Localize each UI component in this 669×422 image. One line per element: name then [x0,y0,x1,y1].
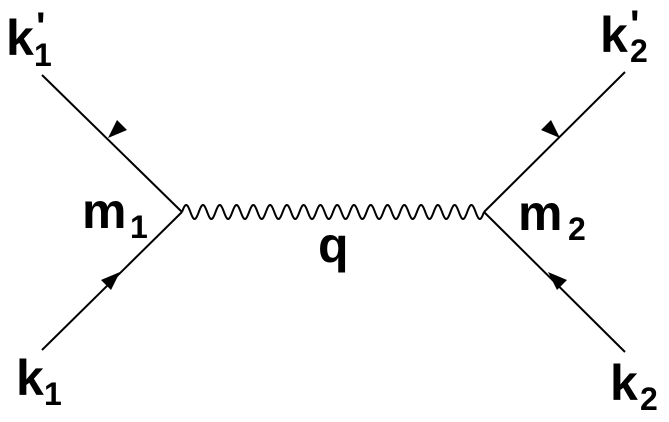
label-k2: k2 [610,355,658,417]
outgoing-line-1 [41,74,183,213]
arrow-outgoing-2-icon [541,120,560,138]
arrow-incoming-1-icon [101,272,120,290]
arrow-incoming-2-icon [548,272,567,290]
outgoing-line-2 [483,71,626,213]
label-k1: k1 [16,350,62,412]
label-k2-prime: k'2 [600,3,648,69]
photon-propagator [181,203,485,221]
label-q: q [318,217,349,273]
arrow-outgoing-1-icon [108,120,127,138]
label-k1-prime: k'1 [6,5,52,73]
